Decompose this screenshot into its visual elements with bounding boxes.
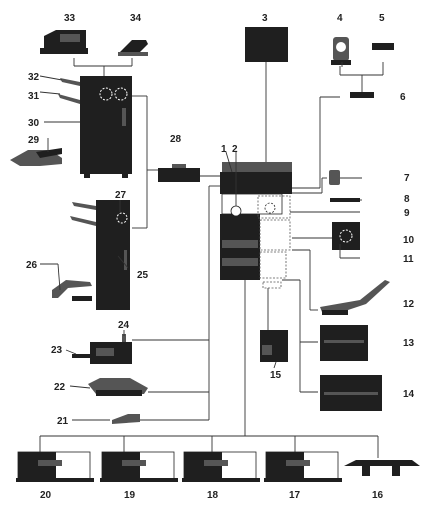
device-13-cabinet: [320, 325, 368, 361]
callout-30: 30: [28, 118, 40, 129]
cabinet-17: [264, 451, 342, 482]
callout-13: 13: [403, 338, 415, 349]
stand-16: [344, 460, 420, 476]
device-21-piece: [112, 414, 140, 424]
main-unit: [220, 162, 292, 289]
callout-24: 24: [118, 320, 130, 331]
callout-2: 2: [232, 144, 238, 155]
callout-28: 28: [170, 134, 182, 145]
cabinet-18: [182, 451, 260, 482]
callout-5: 5: [379, 13, 385, 24]
callout-21: 21: [57, 416, 69, 427]
device-23-unit: [72, 334, 132, 364]
device-28-relay: [158, 164, 200, 182]
cabinet-20: [16, 451, 94, 482]
callout-29: 29: [28, 135, 40, 146]
callout-1: 1: [221, 144, 227, 155]
callout-27: 27: [115, 190, 127, 201]
callout-15: 15: [270, 370, 282, 381]
callout-7: 7: [404, 173, 410, 184]
callout-20: 20: [40, 490, 52, 501]
finisher-30: [58, 76, 132, 178]
callout-17: 17: [289, 490, 301, 501]
device-5-box: [372, 43, 394, 50]
device-22-tray: [88, 378, 148, 396]
device-26-tray: [52, 280, 92, 301]
callout-10: 10: [403, 235, 415, 246]
device-6-bar: [350, 92, 374, 98]
callout-23: 23: [51, 345, 63, 356]
callout-labels: 1 2 3 4 5 6 7 8 9 10 11 12 13 14 15 16 1…: [26, 13, 415, 501]
device-12-tray: [320, 280, 390, 315]
callout-6: 6: [400, 92, 406, 103]
finisher-25: [70, 200, 130, 310]
callout-11: 11: [403, 254, 414, 265]
device-14-cabinet: [320, 375, 382, 411]
callout-8: 8: [404, 194, 410, 205]
device-4-reader: [331, 37, 351, 65]
device-3-box: [245, 27, 288, 62]
callout-12: 12: [403, 299, 415, 310]
device-7-keypad: [329, 170, 340, 185]
callout-9: 9: [404, 208, 410, 219]
callout-3: 3: [262, 13, 268, 24]
callout-18: 18: [207, 490, 219, 501]
callout-14: 14: [403, 389, 415, 400]
device-8-bar: [330, 198, 360, 202]
cabinet-19: [100, 451, 178, 482]
leader-lines: [39, 62, 362, 421]
device-10-unit: [332, 222, 360, 250]
callout-4: 4: [337, 13, 343, 24]
device-29-tray: [10, 148, 62, 166]
callout-32: 32: [28, 72, 40, 83]
device-33-unit: [40, 30, 88, 54]
callout-26: 26: [26, 260, 38, 271]
callout-31: 31: [28, 91, 40, 102]
device-34-tray: [118, 40, 148, 56]
callout-22: 22: [54, 382, 66, 393]
callout-16: 16: [372, 490, 384, 501]
device-15-unit: [260, 330, 288, 362]
callout-25: 25: [137, 270, 149, 281]
callout-34: 34: [130, 13, 142, 24]
connector-lines: [39, 58, 384, 458]
callout-33: 33: [64, 13, 76, 24]
callout-19: 19: [124, 490, 136, 501]
